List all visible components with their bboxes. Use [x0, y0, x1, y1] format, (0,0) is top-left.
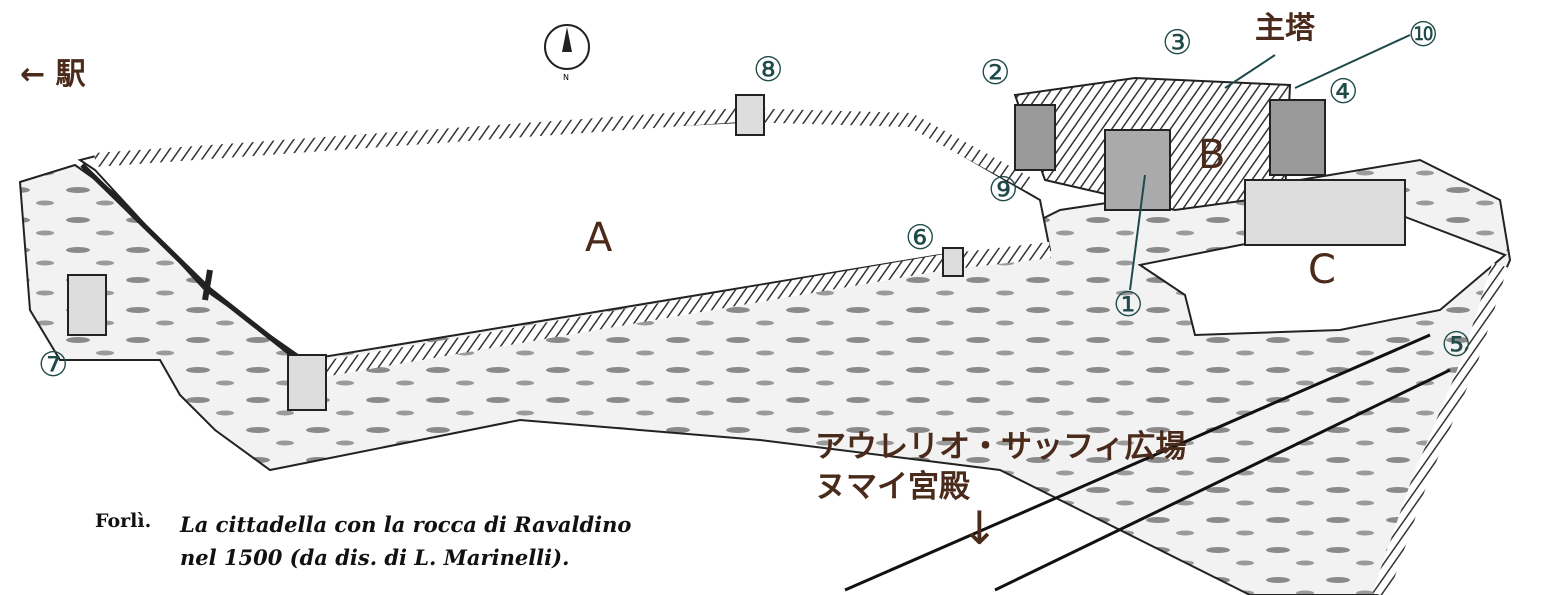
marker-10: ⑩	[1408, 15, 1439, 55]
square-label-line2: ヌマイ宮殿	[815, 469, 970, 505]
marker-6: ⑥	[905, 218, 936, 258]
caption-place: Forlì.	[95, 510, 152, 532]
caption-line1: La cittadella con la rocca di Ravaldino	[180, 512, 632, 537]
caption-line2: nel 1500 (da dis. di L. Marinelli).	[180, 545, 570, 570]
area-b-label: B	[1198, 132, 1226, 178]
down-arrow-icon: ↓	[960, 501, 999, 555]
area-a-label: A	[585, 215, 613, 261]
road-line	[994, 368, 1451, 592]
square-label-line1: アウレリオ・サッフィ広場	[815, 429, 1187, 465]
marker-4: ④	[1328, 72, 1359, 112]
marker-1: ①	[1113, 285, 1144, 325]
marker-7: ⑦	[38, 345, 69, 385]
marker-5: ⑤	[1441, 325, 1472, 365]
marker-3: ③	[1162, 23, 1193, 63]
tower-sw	[287, 354, 327, 411]
wall-west	[80, 163, 307, 367]
tower-6	[942, 247, 964, 277]
tower-7	[67, 274, 107, 336]
keep-label: 主塔	[1255, 11, 1315, 46]
station-text: 駅	[55, 57, 86, 92]
station-label: ← 駅	[20, 60, 86, 90]
tower-2	[1014, 104, 1056, 171]
leader-keep	[1224, 54, 1276, 89]
area-c-label: C	[1308, 247, 1336, 293]
gatehouse-c	[1244, 179, 1406, 246]
wall-east	[1372, 262, 1508, 595]
tower-8	[735, 94, 765, 136]
road-line	[844, 333, 1431, 592]
tower-1	[1104, 129, 1171, 211]
marker-8: ⑧	[753, 50, 784, 90]
tower-4	[1269, 99, 1326, 176]
leader-1	[1129, 174, 1146, 291]
compass-icon: N	[544, 24, 590, 82]
left-arrow-icon: ←	[20, 57, 46, 92]
leader-10	[1294, 34, 1411, 89]
compass-north-label: N	[563, 73, 569, 82]
wall-north	[94, 107, 1034, 192]
marker-2: ②	[980, 53, 1011, 93]
wall-inner	[202, 269, 213, 301]
marker-9: ⑨	[988, 170, 1019, 210]
